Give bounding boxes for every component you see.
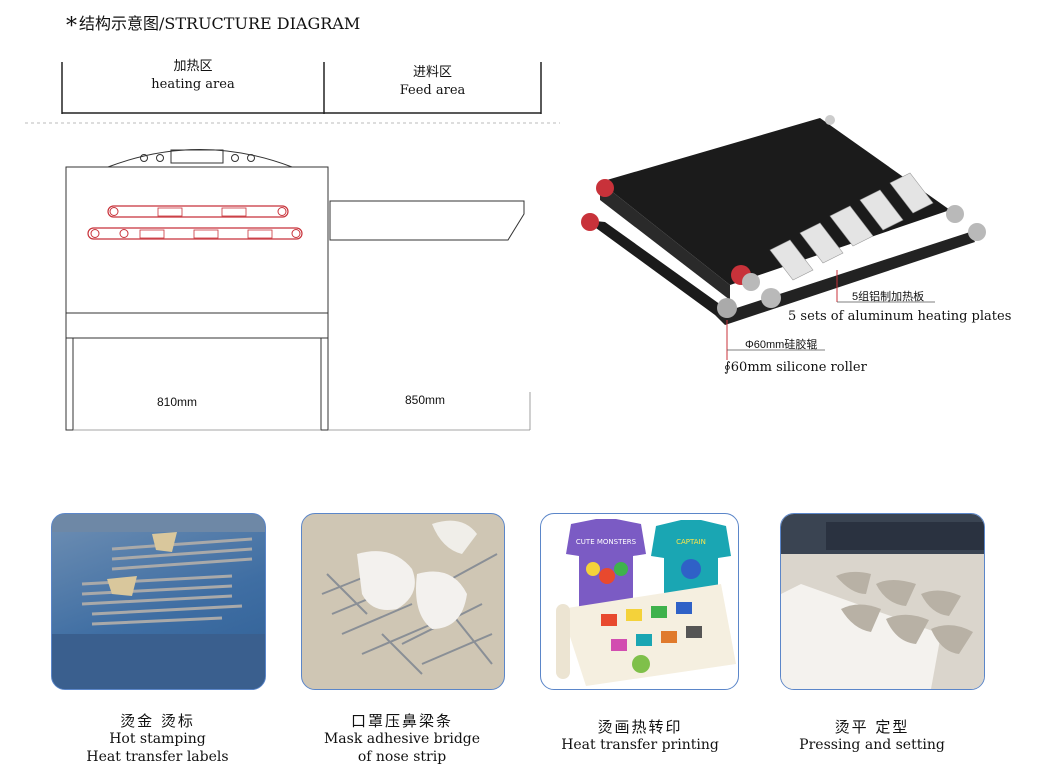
mask-bridge-illustration bbox=[321, 520, 498, 675]
conveyor-3d-illustration bbox=[581, 115, 986, 360]
caption-heat-transfer-en1: Heat transfer printing bbox=[561, 737, 719, 753]
caption-hot-stamping-en2: Heat transfer labels bbox=[86, 749, 229, 765]
zone-heating-en: heating area bbox=[151, 77, 235, 92]
machine-side-view bbox=[65, 149, 531, 431]
title-text: 结构示意图/STRUCTURE DIAGRAM bbox=[79, 14, 361, 33]
caption-hot-stamping-en1: Hot stamping bbox=[109, 731, 206, 747]
heat-transfer-illustration: CUTE MONSTERS CAPTAIN bbox=[556, 519, 736, 686]
caption-mask-bridge: 口罩压鼻梁条 Mask adhesive bridge of nose stri… bbox=[294, 712, 510, 766]
pressing-illustration bbox=[781, 514, 984, 689]
diagram-title: *结构示意图/STRUCTURE DIAGRAM bbox=[66, 10, 361, 39]
hot-stamping-illustration bbox=[52, 514, 265, 689]
zone-feed-en: Feed area bbox=[399, 83, 466, 98]
caption-heat-transfer: 烫画热转印 Heat transfer printing bbox=[540, 718, 740, 754]
caption-hot-stamping: 烫金 烫标 Hot stamping Heat transfer labels bbox=[51, 712, 264, 766]
photo-pressing bbox=[780, 513, 985, 690]
title-star: * bbox=[66, 14, 77, 39]
caption-pressing: 烫平 定型 Pressing and setting bbox=[772, 718, 972, 754]
dimension-heating: 810mm bbox=[156, 395, 197, 409]
tshirt-left-text: CUTE MONSTERS bbox=[576, 538, 637, 546]
zone-heating: 加热区 heating area bbox=[62, 58, 324, 94]
caption-hot-stamping-zh: 烫金 烫标 bbox=[120, 712, 195, 730]
caption-pressing-en1: Pressing and setting bbox=[799, 737, 945, 753]
caption-mask-bridge-en1: Mask adhesive bridge bbox=[323, 731, 481, 747]
tshirt-right-text: CAPTAIN bbox=[676, 538, 706, 546]
callout-plates-en: 5 sets of aluminum heating plates bbox=[788, 309, 1012, 324]
callout-roller-en: ∮60mm silicone roller bbox=[724, 360, 867, 375]
caption-heat-transfer-zh: 烫画热转印 bbox=[597, 718, 683, 736]
photo-heat-transfer: CUTE MONSTERS CAPTAIN bbox=[540, 513, 739, 690]
caption-mask-bridge-en2: of nose strip bbox=[357, 749, 447, 765]
zone-heating-zh: 加热区 bbox=[173, 59, 213, 74]
caption-pressing-zh: 烫平 定型 bbox=[834, 718, 910, 736]
caption-mask-bridge-zh: 口罩压鼻梁条 bbox=[350, 712, 453, 730]
zone-feed-zh: 进料区 bbox=[412, 65, 452, 80]
callout-plates-zh: 5组铝制加热板 bbox=[852, 291, 925, 303]
photo-hot-stamping bbox=[51, 513, 266, 690]
dimension-feed: 850mm bbox=[404, 393, 445, 407]
callout-roller-zh: Φ60mm硅胶辊 bbox=[745, 339, 818, 351]
photo-mask-bridge bbox=[301, 513, 505, 690]
zone-feed: 进料区 Feed area bbox=[324, 64, 541, 100]
zone-header-lines bbox=[25, 62, 560, 124]
